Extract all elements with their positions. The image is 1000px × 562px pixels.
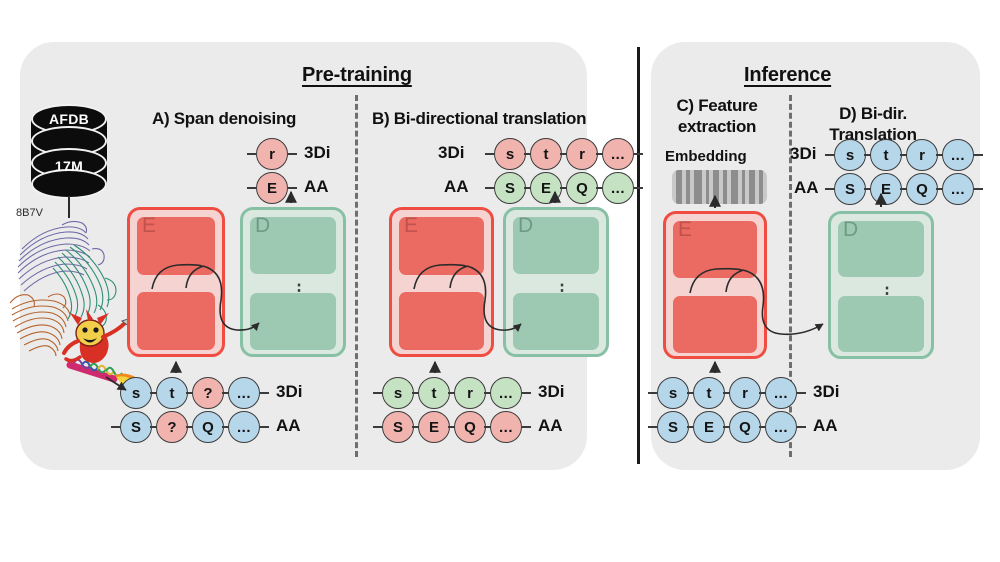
protein-structure-illustration xyxy=(9,220,138,385)
token: t xyxy=(156,377,188,409)
afdb-count: 17M xyxy=(54,158,84,174)
token: S xyxy=(494,172,526,204)
token: E xyxy=(870,173,902,205)
database-stem xyxy=(68,196,70,218)
token: t xyxy=(530,138,562,170)
panel-b-title: B) Bi-directional translation xyxy=(372,109,587,128)
embedding-label: Embedding xyxy=(665,148,747,165)
row-label-aa: AA xyxy=(538,416,563,435)
mascot-illustration xyxy=(62,309,138,385)
token: ? xyxy=(192,377,224,409)
encoder-letter: E xyxy=(404,214,419,237)
token: ... xyxy=(765,411,797,443)
token: r xyxy=(729,377,761,409)
row-label-3di: 3Di xyxy=(304,143,331,162)
decoder-letter: D xyxy=(518,214,534,237)
token: ... xyxy=(490,377,522,409)
panel-d-decoder: D ⋮ xyxy=(828,211,934,359)
token: Q xyxy=(729,411,761,443)
row-label-aa: AA xyxy=(304,177,329,196)
inference-title: Inference xyxy=(744,64,832,86)
token: E xyxy=(693,411,725,443)
token: S xyxy=(657,411,689,443)
embedding-barcode xyxy=(672,170,767,204)
token: s xyxy=(494,138,526,170)
token: ... xyxy=(765,377,797,409)
token: ... xyxy=(602,138,634,170)
token: Q xyxy=(454,411,486,443)
row-label-aa: AA xyxy=(794,178,819,197)
decoder-letter: D xyxy=(255,214,271,237)
token: ... xyxy=(602,172,634,204)
section-divider xyxy=(637,47,640,464)
token: r xyxy=(454,377,486,409)
panel-c-title: C) Feature extraction xyxy=(676,96,758,136)
token: s xyxy=(382,377,414,409)
panel-a-title: A) Span denoising xyxy=(152,109,297,128)
encoder-letter: E xyxy=(678,218,693,241)
row-label-3di: 3Di xyxy=(276,382,303,401)
row-label-3di: 3Di xyxy=(538,382,565,401)
token: Q xyxy=(192,411,224,443)
panel-b-decoder: D ⋮ xyxy=(503,207,609,357)
token: E xyxy=(418,411,450,443)
token: t xyxy=(693,377,725,409)
pdb-id-label: 8B7V xyxy=(16,207,43,219)
token: r xyxy=(906,139,938,171)
token: t xyxy=(418,377,450,409)
encoder-letter: E xyxy=(142,214,157,237)
row-label-3di: 3Di xyxy=(438,143,465,162)
token: S xyxy=(382,411,414,443)
afdb-name: AFDB xyxy=(48,111,90,127)
token: t xyxy=(870,139,902,171)
token: ... xyxy=(228,377,260,409)
token: r xyxy=(256,138,288,170)
token: E xyxy=(256,172,288,204)
token: Q xyxy=(566,172,598,204)
token: S xyxy=(834,173,866,205)
pretraining-title: Pre-training xyxy=(302,64,412,86)
token: s xyxy=(834,139,866,171)
decoder-letter: D xyxy=(843,218,859,241)
token: Q xyxy=(906,173,938,205)
token: s xyxy=(120,377,152,409)
row-label-aa: AA xyxy=(276,416,301,435)
token: r xyxy=(566,138,598,170)
token: ... xyxy=(228,411,260,443)
token: s xyxy=(657,377,689,409)
row-label-3di: 3Di xyxy=(813,382,840,401)
divider-a-b xyxy=(355,95,358,457)
token: ? xyxy=(156,411,188,443)
row-label-aa: AA xyxy=(813,416,838,435)
panel-a-encoder: E xyxy=(127,207,225,357)
row-label-3di: 3Di xyxy=(790,144,817,163)
panel-a-decoder: D ⋮ xyxy=(240,207,346,357)
token: ... xyxy=(942,173,974,205)
panel-c-encoder: E xyxy=(663,211,767,359)
token: ... xyxy=(490,411,522,443)
token: ... xyxy=(942,139,974,171)
token: E xyxy=(530,172,562,204)
panel-b-encoder: E xyxy=(389,207,494,357)
row-label-aa: AA xyxy=(444,177,469,196)
afdb-database-icon: AFDB 17M xyxy=(31,104,107,199)
token: S xyxy=(120,411,152,443)
